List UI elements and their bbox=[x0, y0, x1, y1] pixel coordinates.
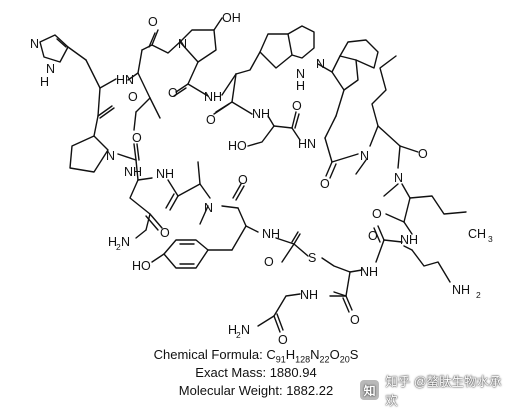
atom-labels: OH O N N N H HN O O NH O NH N H N O HO H… bbox=[30, 11, 493, 347]
formula-subscript: 20 bbox=[339, 354, 350, 365]
atom-label: NH bbox=[252, 107, 270, 121]
chemical-formula: Chemical Formula: C91H128N22O20S bbox=[0, 346, 512, 365]
zhihu-logo-icon: 知 bbox=[360, 380, 380, 400]
atom-label: NH bbox=[156, 167, 174, 181]
atom-label: N bbox=[394, 171, 403, 185]
atom-label: OH bbox=[222, 11, 241, 25]
atom-label: H bbox=[108, 235, 117, 249]
atom-label: O bbox=[264, 255, 274, 269]
atom-label-subscript: 2 bbox=[116, 242, 121, 252]
atom-label: H bbox=[228, 323, 237, 337]
formula-element: N bbox=[310, 347, 320, 362]
peptide-structure: OH O N N N H HN O O NH O NH N H N O HO H… bbox=[30, 11, 493, 347]
formula-subscript: 22 bbox=[319, 354, 330, 365]
atom-label: O bbox=[292, 99, 302, 113]
formula-element: C bbox=[266, 347, 276, 362]
atom-label: O bbox=[168, 86, 178, 100]
atom-label: N bbox=[106, 149, 115, 163]
atom-label: NH bbox=[360, 265, 378, 279]
atom-label: NH bbox=[400, 233, 418, 247]
atom-label: O bbox=[238, 173, 248, 187]
atom-label: H bbox=[296, 79, 305, 93]
atom-label: N bbox=[30, 37, 39, 51]
watermark: 知 知乎 @螯肽生物水承欢 bbox=[360, 375, 510, 408]
atom-label: O bbox=[160, 226, 170, 240]
formula-subscript: 91 bbox=[275, 354, 286, 365]
atom-label: NH bbox=[262, 227, 280, 241]
atom-label: O bbox=[418, 147, 428, 161]
atom-label: O bbox=[132, 131, 142, 145]
atom-label: O bbox=[320, 177, 330, 191]
formula-element: S bbox=[349, 347, 359, 362]
atom-label: N bbox=[296, 67, 305, 81]
atom-label: HN bbox=[116, 73, 134, 87]
atom-label: O bbox=[350, 313, 360, 327]
atom-label: NH bbox=[452, 283, 470, 297]
atom-label: HO bbox=[132, 259, 151, 273]
molecular-weight: Molecular Weight: 1882.22 bbox=[178, 383, 334, 398]
atom-label: NH bbox=[204, 90, 222, 104]
atom-label: N bbox=[360, 149, 369, 163]
atom-label: HN bbox=[298, 137, 316, 151]
formula-value: C91H128N22O20S bbox=[266, 347, 359, 365]
atom-label: CH bbox=[468, 227, 486, 241]
compound-info: Chemical Formula: C91H128N22O20S Exact M… bbox=[0, 346, 512, 400]
formula-label: Chemical Formula: bbox=[153, 347, 267, 362]
atom-label-subscript: 2 bbox=[236, 330, 241, 340]
atom-label: O bbox=[368, 229, 378, 243]
formula-subscript: 128 bbox=[295, 354, 311, 365]
formula-element: H bbox=[285, 347, 296, 362]
atom-label: NH bbox=[124, 165, 142, 179]
bond-skeleton bbox=[39, 17, 467, 333]
atom-label: N bbox=[121, 235, 130, 249]
atom-label-subscript: 3 bbox=[488, 234, 493, 244]
atom-label: O bbox=[278, 333, 288, 345]
exact-mass: Exact Mass: 1880.94 bbox=[195, 365, 317, 380]
atom-label: N bbox=[241, 323, 250, 337]
atom-label: N bbox=[46, 62, 55, 76]
atom-label: O bbox=[206, 113, 216, 127]
atom-label: O bbox=[128, 90, 138, 104]
atom-label: H bbox=[40, 75, 49, 89]
watermark-text: 知乎 @螯肽生物水承欢 bbox=[385, 375, 502, 408]
atom-label: NH bbox=[300, 288, 318, 302]
atom-label: HO bbox=[228, 139, 247, 153]
formula-element: O bbox=[329, 347, 340, 362]
atom-label-subscript: 2 bbox=[476, 290, 481, 300]
atom-label: N bbox=[204, 201, 213, 215]
atom-label: S bbox=[308, 251, 316, 265]
atom-label: N bbox=[316, 57, 325, 71]
atom-label: N bbox=[178, 37, 187, 51]
atom-label: O bbox=[372, 207, 382, 221]
atom-label: O bbox=[148, 15, 158, 29]
